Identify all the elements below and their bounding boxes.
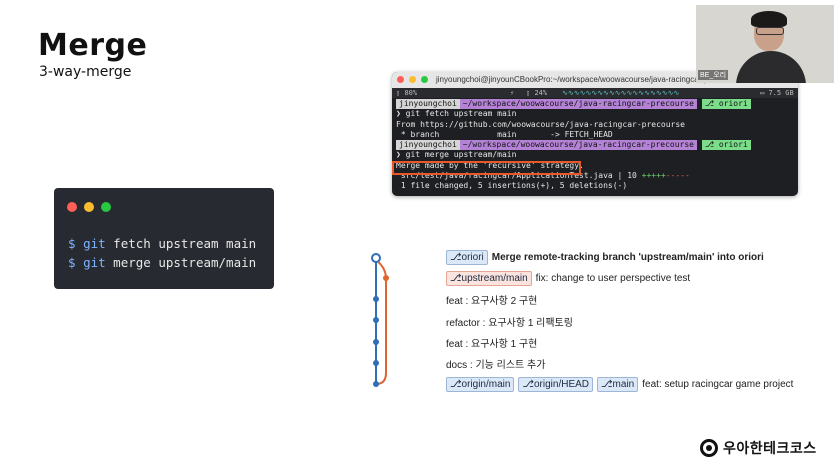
ref-label: origin/HEAD — [533, 378, 590, 390]
maximize-dot-icon — [101, 202, 111, 212]
commit-graph — [371, 253, 389, 387]
prompt-symbol: $ — [68, 236, 76, 251]
commit-node — [383, 275, 389, 281]
terminal-line: From https://github.com/woowacourse/java… — [396, 119, 685, 129]
code-block: $ git fetch upstream main $ git merge up… — [68, 234, 256, 272]
commit-message: refactor : 요구사항 1 리팩토링 — [446, 317, 573, 329]
commit-node — [373, 381, 379, 387]
minimize-button[interactable] — [409, 76, 416, 83]
terminal-line: ❯ git merge upstream/main — [396, 150, 517, 160]
terminal-line: src/test/java/racingcar/ApplicationTest.… — [396, 171, 690, 180]
commit-message: feat: setup racingcar game project — [642, 378, 794, 390]
mem-indicator: ▯ 24% — [526, 89, 548, 97]
command-text: git fetch upstream main — [405, 109, 517, 119]
commit-message: docs : 기능 리스트 추가 — [446, 359, 546, 371]
command-text: git merge upstream/main — [405, 150, 517, 160]
merge-message: Merge made by the 'recursive' strategy. — [396, 160, 584, 170]
commit-node — [373, 360, 379, 366]
commit-row[interactable]: ⎇ upstream/main fix: change to user pers… — [446, 270, 690, 286]
commit-row[interactable]: feat : 요구사항 1 구현 — [446, 334, 537, 350]
minimize-dot-icon — [84, 202, 94, 212]
commit-message: fix: change to user perspective test — [535, 272, 691, 284]
disk-indicator: ▭ 7.5 GB — [760, 89, 794, 97]
branch-name: oriori — [718, 140, 748, 150]
ref-label: oriori — [461, 251, 484, 263]
presenter-hair — [751, 11, 787, 27]
ref-label: origin/main — [461, 378, 511, 390]
branch-name: oriori — [718, 99, 748, 108]
prompt-path: ~/workspace/woowacourse/java-racingcar-p… — [459, 99, 697, 110]
close-button[interactable] — [397, 76, 404, 83]
window-controls — [67, 202, 111, 212]
terminal-line: ❯ git fetch upstream main — [396, 109, 517, 119]
commit-row[interactable]: ⎇ oriori Merge remote-tracking branch 'u… — [446, 249, 764, 265]
code-line-2: $ git merge upstream/main — [68, 255, 256, 270]
commit-message: feat : 요구사항 2 구현 — [446, 295, 538, 307]
commit-row[interactable]: docs : 기능 리스트 추가 — [446, 355, 545, 371]
commit-node — [373, 339, 379, 345]
maximize-button[interactable] — [421, 76, 428, 83]
presenter-name-tag: BE_오리 — [698, 70, 729, 80]
commit-node — [373, 317, 379, 323]
diffstat-plus: +++++ — [641, 171, 666, 181]
command-args: merge upstream/main — [113, 255, 257, 270]
code-line-1: $ git fetch upstream main — [68, 236, 256, 251]
commit-node — [373, 296, 379, 302]
code-snippet-card: $ git fetch upstream main $ git merge up… — [54, 188, 274, 289]
prompt-line: jinyoungchoi~/workspace/woowacourse/java… — [396, 140, 751, 151]
terminal-title: jinyoungchoi@jinyounCBookPro:~/workspace… — [436, 75, 740, 84]
cpu-indicator: ▯ 80% — [396, 89, 418, 97]
slide-title: Merge — [38, 28, 148, 63]
ref-label: upstream/main — [461, 272, 528, 284]
command-name: git — [83, 236, 106, 251]
prompt-branch: ⎇ oriori — [701, 140, 751, 151]
disk-value: 7.5 GB — [768, 89, 794, 97]
terminal-line: 1 file changed, 5 insertions(+), 5 delet… — [396, 181, 628, 191]
prompt-user: jinyoungchoi — [396, 140, 460, 151]
commit-message: feat : 요구사항 1 구현 — [446, 338, 538, 350]
terminal-status-bar: ▯ 80% ⚡ ▯ 24% ∿∿∿∿∿∿∿∿∿∿∿∿∿∿∿∿∿∿∿∿ ▭ 7.5… — [392, 88, 798, 98]
branch-ref-oriori[interactable]: ⎇ oriori — [446, 249, 488, 265]
terminal-output[interactable]: jinyoungchoi~/workspace/woowacourse/java… — [392, 98, 798, 193]
diffstat-file: src/test/java/racingcar/ApplicationTest.… — [396, 171, 642, 181]
terminal-window[interactable]: jinyoungchoi@jinyounCBookPro:~/workspace… — [392, 72, 798, 196]
branch-ref-origin-head[interactable]: ⎇ origin/HEAD — [518, 376, 594, 392]
diffstat-minus: ----- — [665, 171, 690, 181]
command-name: git — [83, 255, 106, 270]
terminal-line: * branch main -> FETCH_HEAD — [396, 129, 613, 139]
merge-message-highlight — [392, 161, 581, 175]
commit-message: Merge remote-tracking branch 'upstream/m… — [491, 251, 764, 263]
close-dot-icon — [67, 202, 77, 212]
commit-row[interactable]: ⎇ origin/main ⎇ origin/HEAD ⎇ main feat:… — [446, 376, 793, 392]
slide-subtitle: 3-way-merge — [39, 64, 132, 80]
woowa-techcourse-logo: 우아한테크코스 — [700, 438, 817, 458]
branch-ref-upstream-main[interactable]: ⎇ upstream/main — [446, 270, 532, 286]
activity-graph: ∿∿∿∿∿∿∿∿∿∿∿∿∿∿∿∿∿∿∿∿ — [562, 89, 680, 97]
presenter-webcam: BE_오리 — [696, 5, 834, 83]
presenter-glasses — [756, 27, 784, 35]
mem-value: 24% — [534, 89, 548, 97]
logo-mark-icon — [700, 439, 718, 457]
battery-icon: ⚡ — [510, 89, 515, 97]
logo-text: 우아한테크코스 — [723, 441, 817, 457]
commit-row[interactable]: feat : 요구사항 2 구현 — [446, 291, 537, 307]
prompt-path: ~/workspace/woowacourse/java-racingcar-p… — [459, 140, 697, 151]
prompt-line: jinyoungchoi~/workspace/woowacourse/java… — [396, 99, 751, 110]
prompt-branch: ⎇ oriori — [701, 99, 751, 110]
branch-ref-origin-main[interactable]: ⎇ origin/main — [446, 376, 515, 392]
prompt-symbol: $ — [68, 255, 76, 270]
command-args: fetch upstream main — [113, 236, 257, 251]
commit-row[interactable]: refactor : 요구사항 1 리팩토링 — [446, 313, 573, 329]
cpu-value: 80% — [404, 89, 418, 97]
prompt-user: jinyoungchoi — [396, 99, 460, 110]
branch-ref-main[interactable]: ⎇ main — [597, 376, 639, 392]
merge-commit-node — [371, 253, 381, 263]
ref-label: main — [612, 378, 635, 390]
